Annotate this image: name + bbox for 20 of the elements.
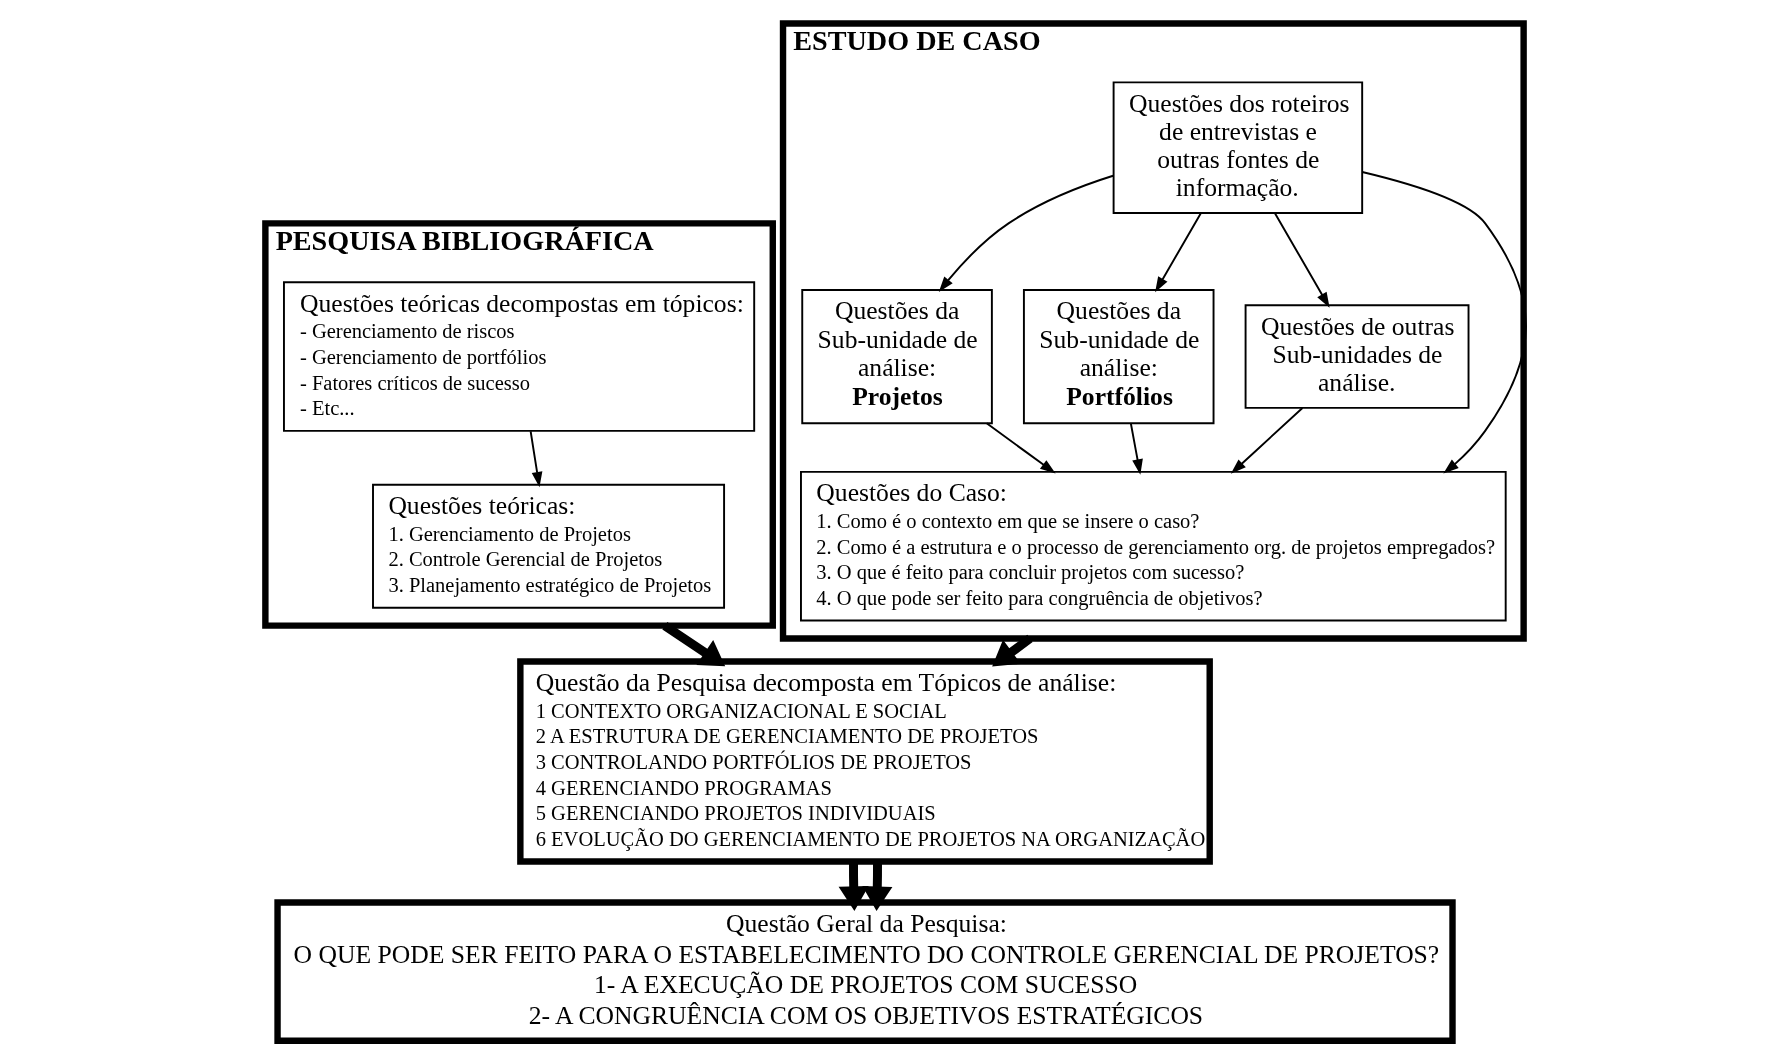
- node-box: Questões do Caso: 1. Como é o contexto em que se insere o caso? 2. Como é a estrutura e o processo de gerenciamento org. de projetos empregados? 3. O que é feito para concluir projetos com sucesso? 4. O que pode ser feito para congruência de objetivos?: [800, 470, 1507, 622]
- arrow: [529, 430, 543, 488]
- node-box: Questão Geral da Pesquisa: O QUE PODE SER FEITO PARA O ESTABELECIMENTO DO CONTROLE GERENCIAL DE PROJETOS? 1- A EXECUÇÃO DE PROJETOS COM SUCESSO 2- A CONGRUÊNCIA COM OS OBJETIVOS ESTRATÉGICOS: [274, 899, 1456, 1044]
- arrow: [862, 861, 893, 911]
- arrow: [938, 174, 1115, 292]
- arrow: [1155, 212, 1202, 293]
- arrow: [662, 621, 726, 667]
- arrow: [992, 634, 1033, 667]
- node-box: Questões da Sub-unidade de análise: Portfólios: [1022, 289, 1215, 425]
- node-box: Questões teóricas: 1. Gerenciamento de Projetos 2. Controle Gerencial de Projetos 3. Planejamento estratégico de Projetos: [372, 483, 726, 609]
- arrow: [1230, 407, 1304, 474]
- node-box: Questão da Pesquisa decomposta em Tópicos de análise: 1 CONTEXTO ORGANIZACIONAL E SOCIAL 2 A ESTRUTURA DE GERENCIAMENTO DE PROJETOS 3 CONTROLANDO PORTFÓLIOS DE PROJETOS 4 GERENCIANDO PROGRAMAS 5 GERENCIANDO PROJETOS INDIVIDUAIS 6 EVOLUÇÃO DO GERENCIAMENTO DE PROJETOS NA ORGANIZAÇÃO: [517, 658, 1213, 865]
- node-box: Questões teóricas decompostas em tópicos: - Gerenciamento de riscos - Gerenciamento de portfólios - Fatores críticos de sucesso - Etc...: [283, 281, 756, 432]
- node-box: Questões da Sub-unidade de análise: Projetos: [801, 289, 993, 425]
- node-box: Questões de outras Sub-unidades de análise.: [1244, 304, 1470, 409]
- arrow: [985, 422, 1056, 474]
- node-box: Questões dos roteiros de entrevistas e outras fontes de informação.: [1112, 81, 1364, 215]
- arrow: [1274, 212, 1330, 308]
- arrow: [1129, 422, 1143, 475]
- arrow: [1361, 171, 1527, 474]
